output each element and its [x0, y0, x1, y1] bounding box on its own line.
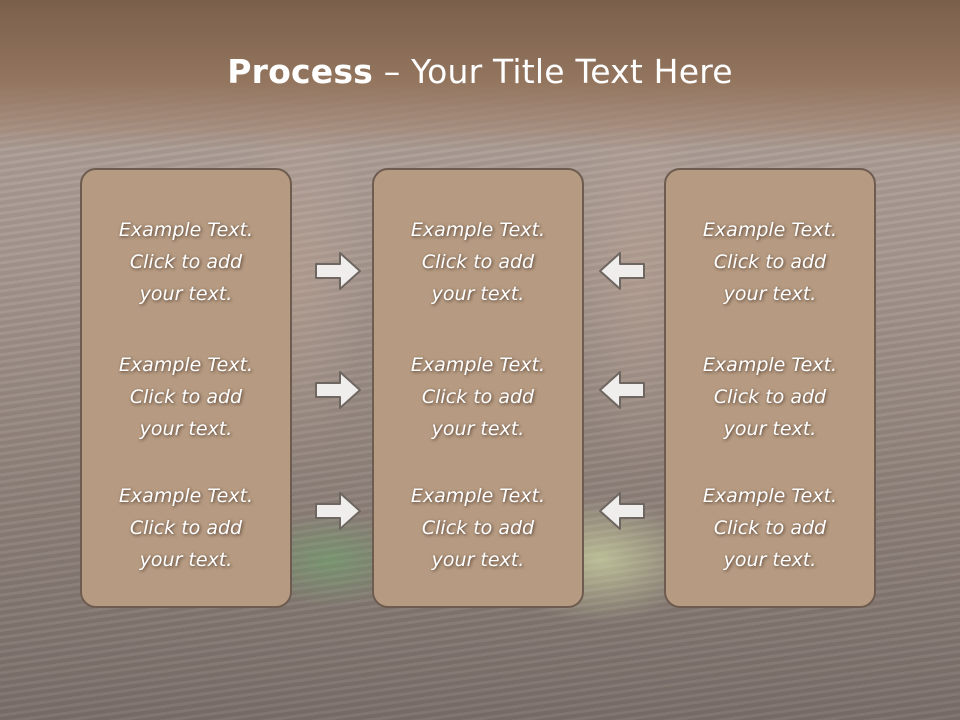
- arrow-left-icon: [599, 371, 645, 409]
- title-regular-part: – Your Title Text Here: [373, 52, 733, 91]
- slide-title[interactable]: Process – Your Title Text Here: [0, 52, 960, 91]
- text-block[interactable]: Example Text. Click to add your text.: [410, 354, 546, 440]
- arrow-right-icon: [315, 492, 361, 530]
- text-block[interactable]: Example Text. Click to add your text.: [118, 354, 254, 440]
- text-block[interactable]: Example Text. Click to add your text.: [702, 219, 838, 305]
- text-block[interactable]: Example Text. Click to add your text.: [118, 485, 254, 571]
- arrow-right-icon: [315, 252, 361, 290]
- left-text-box[interactable]: Example Text. Click to add your text. Ex…: [80, 168, 292, 608]
- title-bar: [0, 0, 960, 150]
- arrow-left-icon: [599, 492, 645, 530]
- text-block[interactable]: Example Text. Click to add your text.: [702, 354, 838, 440]
- arrow-right-icon: [315, 371, 361, 409]
- text-block[interactable]: Example Text. Click to add your text.: [410, 219, 546, 305]
- center-text-box[interactable]: Example Text. Click to add your text. Ex…: [372, 168, 584, 608]
- title-bold-part: Process: [227, 52, 374, 91]
- arrow-left-icon: [599, 252, 645, 290]
- right-text-box[interactable]: Example Text. Click to add your text. Ex…: [664, 168, 876, 608]
- text-block[interactable]: Example Text. Click to add your text.: [702, 485, 838, 571]
- text-block[interactable]: Example Text. Click to add your text.: [118, 219, 254, 305]
- text-block[interactable]: Example Text. Click to add your text.: [410, 485, 546, 571]
